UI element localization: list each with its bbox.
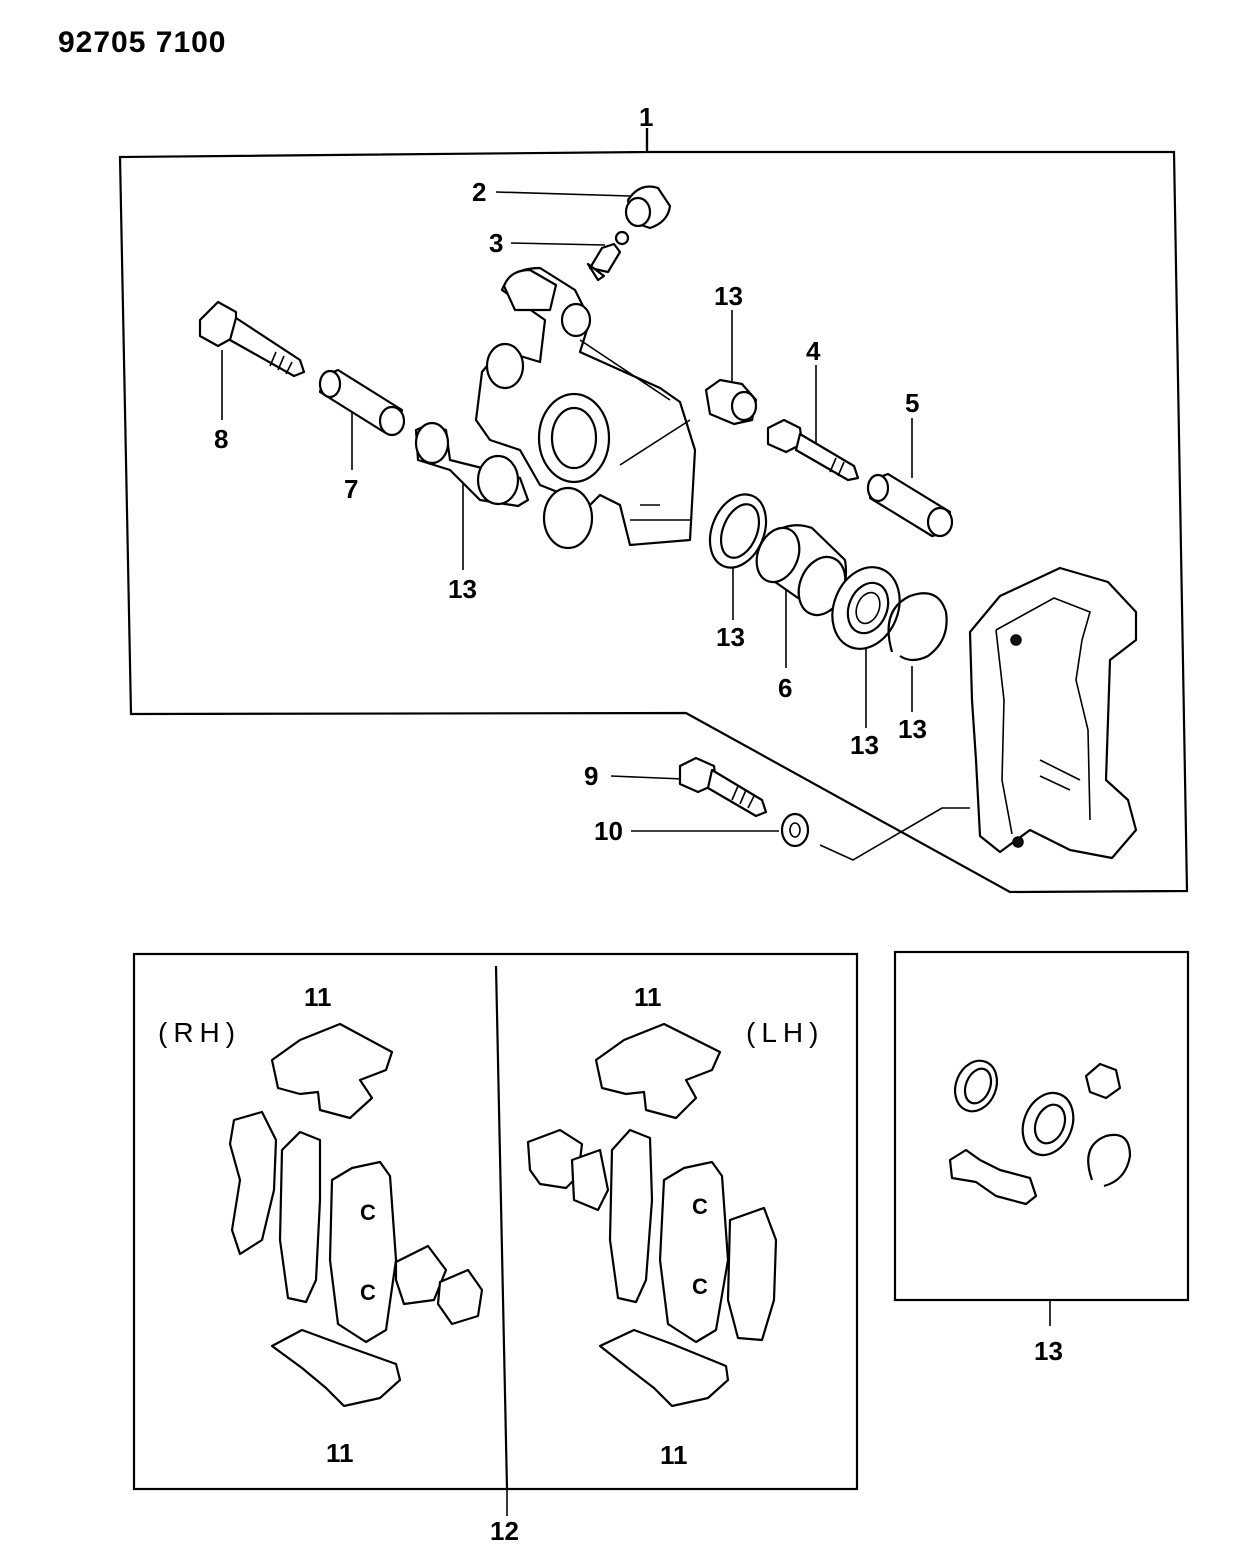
pad-marking: C bbox=[692, 1274, 708, 1299]
pad-marking: C bbox=[692, 1194, 708, 1219]
bleeder-cap-part bbox=[624, 185, 672, 230]
callout-13-seal: 13 bbox=[716, 622, 745, 652]
pad-marking: C bbox=[360, 1280, 376, 1305]
caliper-body-part bbox=[474, 266, 697, 550]
rh-pad-set: C C bbox=[228, 1022, 484, 1408]
callout-13-piston-boot: 13 bbox=[850, 730, 879, 760]
callout-11-rh-bottom: 11 bbox=[326, 1438, 354, 1468]
piston-seal-part bbox=[708, 493, 768, 569]
right-hand-label: (RH) bbox=[158, 1017, 241, 1048]
diagram-reference-number: 92705 7100 bbox=[58, 26, 227, 59]
callout-11-rh-top: 11 bbox=[304, 982, 332, 1012]
callout-13-boot: 13 bbox=[448, 574, 477, 604]
callout-5: 5 bbox=[905, 388, 919, 418]
lock-pin-bolt-part bbox=[766, 418, 860, 482]
seal-kit-frame bbox=[893, 950, 1190, 1326]
dust-boot-part bbox=[414, 421, 530, 508]
callout-11-lh-bottom: 11 bbox=[660, 1440, 688, 1470]
pad-marking: C bbox=[360, 1200, 376, 1225]
guide-bolt-part bbox=[198, 300, 306, 378]
caliper-support-part bbox=[968, 566, 1138, 860]
lock-pin-sleeve-part bbox=[866, 472, 954, 538]
seal-kit-parts bbox=[948, 1059, 1132, 1206]
callout-12: 12 bbox=[490, 1516, 519, 1546]
callout-11-lh-top: 11 bbox=[634, 982, 662, 1012]
callout-7: 7 bbox=[344, 474, 358, 504]
caliper-assembly-frame bbox=[118, 128, 1189, 894]
callout-2: 2 bbox=[472, 177, 486, 207]
left-hand-label: (LH) bbox=[746, 1017, 824, 1048]
bleeder-screw-part bbox=[586, 230, 630, 282]
callout-10: 10 bbox=[594, 816, 623, 846]
pad-kit-frame bbox=[132, 952, 859, 1516]
callout-3: 3 bbox=[489, 228, 503, 258]
piston-part bbox=[755, 524, 848, 617]
callout-13-kit: 13 bbox=[1034, 1336, 1063, 1366]
washer-part bbox=[780, 812, 810, 848]
leader-lines bbox=[221, 191, 970, 861]
callout-6: 6 bbox=[778, 673, 792, 703]
piston-boot-part bbox=[831, 566, 901, 650]
lh-pad-set: C C bbox=[526, 1022, 778, 1408]
callout-13-snap-ring: 13 bbox=[898, 714, 927, 744]
bushing-part bbox=[704, 378, 758, 426]
callout-9: 9 bbox=[584, 761, 598, 791]
mounting-bolt-part bbox=[678, 756, 768, 818]
guide-sleeve-part bbox=[318, 368, 406, 437]
callout-8: 8 bbox=[214, 424, 228, 454]
callout-4: 4 bbox=[806, 336, 821, 366]
snap-ring-part bbox=[887, 592, 948, 662]
callout-1: 1 bbox=[639, 102, 653, 132]
callout-13-bushing: 13 bbox=[714, 281, 743, 311]
